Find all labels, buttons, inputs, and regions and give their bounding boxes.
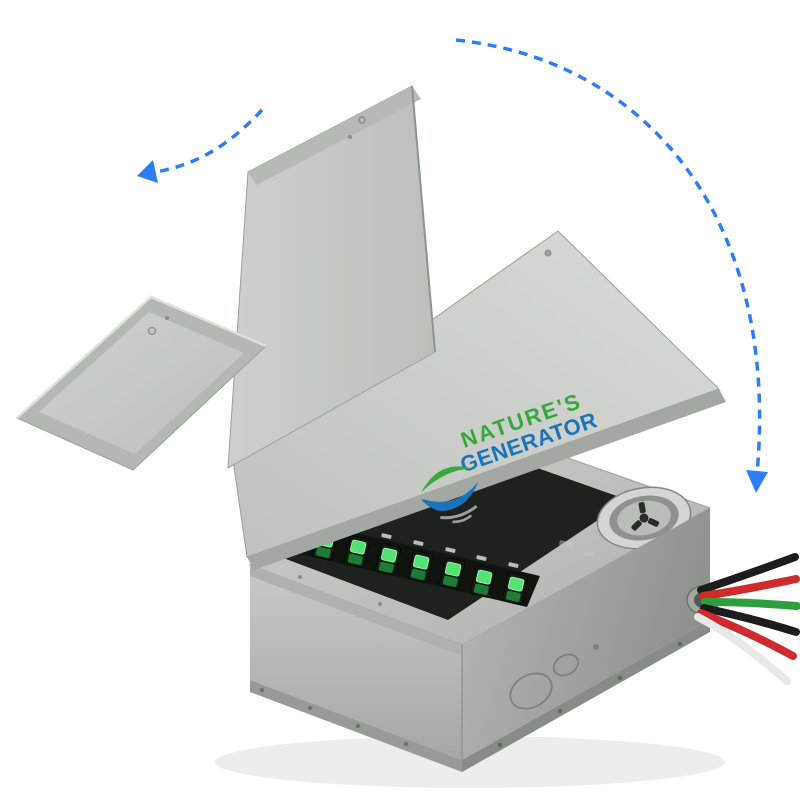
breaker-switch xyxy=(407,550,434,583)
lid-open-flat xyxy=(16,295,267,471)
outlet-slot xyxy=(631,520,642,531)
lid-vertical xyxy=(227,85,436,469)
screw-dot xyxy=(677,641,683,647)
screw-hole xyxy=(147,326,157,336)
lid-angled: NATURE'S GENERATOR xyxy=(232,230,726,570)
breaker-switch xyxy=(344,535,371,568)
screw-hole xyxy=(358,116,366,124)
breaker-led xyxy=(380,547,398,563)
breaker-switch xyxy=(439,557,466,590)
breaker-toggle xyxy=(410,568,426,580)
label-mark xyxy=(381,533,392,539)
breaker-toggle xyxy=(505,590,521,602)
box-right-flange xyxy=(462,620,710,772)
arrowhead-right-icon xyxy=(746,470,768,493)
screw-hole xyxy=(593,644,599,650)
wire xyxy=(700,604,800,636)
wire xyxy=(697,609,797,660)
breaker-led xyxy=(507,576,525,592)
rotation-arc-right xyxy=(455,38,762,475)
breaker-toggle xyxy=(473,583,489,595)
breaker-toggle xyxy=(378,561,394,573)
screw-dot xyxy=(617,675,623,681)
transfer-switch-box xyxy=(248,432,800,772)
screw-hole xyxy=(165,316,169,320)
screw-dot xyxy=(557,708,563,714)
logo-wave xyxy=(421,481,479,512)
lid-angled-front-flange xyxy=(247,389,726,570)
logo-swoosh-icon xyxy=(421,466,479,524)
lid-flat-floor xyxy=(39,312,244,454)
breaker-toggle xyxy=(315,546,331,558)
box-front-lip xyxy=(250,565,462,656)
logo-underline xyxy=(440,504,478,520)
rotation-arc-left xyxy=(155,108,264,174)
wire xyxy=(699,575,800,600)
wire xyxy=(701,598,800,610)
breaker-led xyxy=(475,569,493,585)
breaker-led xyxy=(349,539,367,555)
breaker-switch xyxy=(375,543,402,576)
rotation-arrow-right xyxy=(455,38,768,493)
outlet-slot xyxy=(638,502,646,514)
rotation-arrow-left xyxy=(137,108,264,183)
arrowhead-left-icon xyxy=(137,160,158,183)
screw-dots xyxy=(259,575,683,748)
panel-mark xyxy=(559,540,574,548)
screw-dot xyxy=(307,705,313,711)
screw-dot xyxy=(378,602,382,606)
outlet-slot xyxy=(647,518,660,527)
screw-hole xyxy=(544,249,552,257)
breaker-switch xyxy=(502,572,529,605)
breaker-led xyxy=(444,561,462,577)
knockout-circle xyxy=(509,672,553,710)
lid-angled-side xyxy=(558,231,725,395)
breaker-led xyxy=(412,554,430,570)
screw-dot xyxy=(298,575,302,579)
logo-leaf xyxy=(421,466,473,493)
screw-dot xyxy=(403,741,409,747)
wire xyxy=(697,553,799,594)
breaker-switch xyxy=(470,565,497,598)
screw-dot xyxy=(259,687,265,693)
lid-vertical-edge xyxy=(411,85,436,353)
panel-mark xyxy=(584,551,595,557)
label-mark xyxy=(476,555,487,561)
wire xyxy=(694,613,791,685)
knockouts xyxy=(509,644,599,710)
label-mark xyxy=(445,547,456,553)
wire-bundle xyxy=(694,553,800,685)
breaker-toggle xyxy=(442,575,458,587)
box-right-face xyxy=(462,508,710,760)
logo-underline xyxy=(452,514,473,524)
panel-markings xyxy=(559,540,595,557)
box-opening xyxy=(278,446,628,620)
screw-dot xyxy=(355,723,361,729)
label-mark xyxy=(413,540,424,546)
lid-vertical-top-flange xyxy=(248,86,421,185)
screw-dot xyxy=(497,742,503,748)
box-front-face xyxy=(250,565,462,760)
label-mark xyxy=(508,562,519,568)
knockout-circle xyxy=(552,653,580,677)
screw-hole xyxy=(348,135,352,139)
lid-flat-rim-highlight xyxy=(16,295,267,419)
breaker-toggle xyxy=(347,553,363,565)
outlet-center-hole xyxy=(639,513,649,523)
